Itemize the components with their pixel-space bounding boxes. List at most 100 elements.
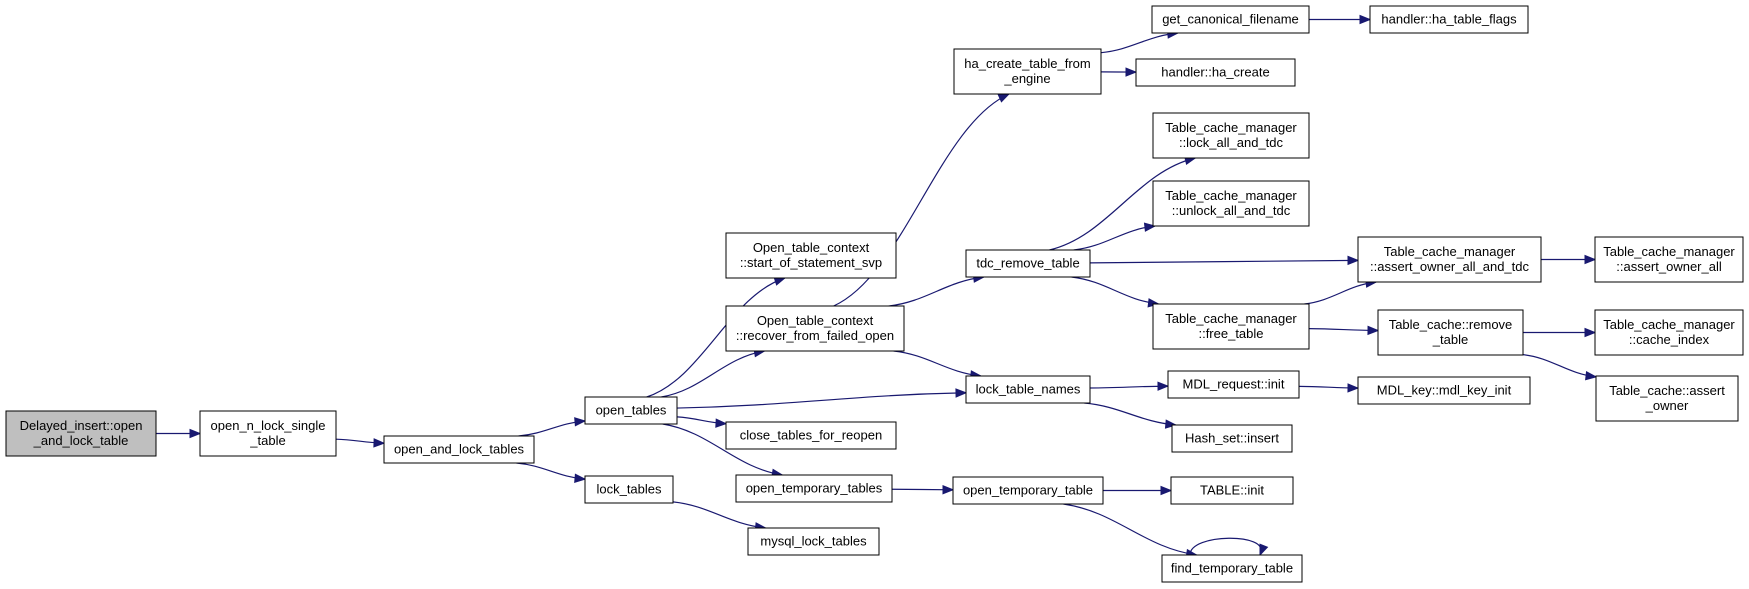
node-box[interactable] bbox=[735, 474, 893, 503]
edge-line bbox=[672, 501, 766, 529]
node-n16[interactable]: handler::ha_create bbox=[1135, 58, 1296, 87]
node-box[interactable] bbox=[1357, 376, 1531, 405]
node-label: open_n_lock_single bbox=[211, 418, 326, 433]
node-label: ::free_table bbox=[1198, 326, 1263, 341]
edge-n10-n14 bbox=[891, 485, 955, 495]
node-n28[interactable]: Hash_set::insert bbox=[1171, 424, 1293, 453]
node-label: Table_cache_manager bbox=[1165, 120, 1297, 135]
node-n21[interactable]: Table_cache_manager::assert_owner_all_an… bbox=[1357, 236, 1542, 283]
node-n20[interactable]: Table_cache_manager::free_table bbox=[1152, 303, 1310, 350]
edge-arrowhead bbox=[1259, 543, 1269, 557]
node-label: lock_table_names bbox=[976, 382, 1081, 397]
node-label: _table bbox=[249, 433, 285, 448]
edge-arrowhead bbox=[574, 417, 587, 427]
node-box[interactable] bbox=[1594, 309, 1744, 356]
node-n13[interactable]: lock_table_names bbox=[965, 375, 1091, 404]
node-box[interactable] bbox=[1135, 58, 1296, 87]
edge-arrowhead bbox=[955, 388, 968, 398]
edge-n12-n19 bbox=[1073, 222, 1157, 251]
node-n26[interactable]: MDL_request::init bbox=[1167, 370, 1300, 399]
node-n29[interactable]: TABLE::init bbox=[1170, 476, 1294, 505]
node-box[interactable] bbox=[383, 435, 535, 464]
edge-n13-n28 bbox=[1084, 402, 1178, 429]
node-n2[interactable]: open_n_lock_single_table bbox=[199, 410, 337, 457]
edge-n8-n12 bbox=[888, 273, 986, 307]
node-n25[interactable]: Table_cache::assert_owner bbox=[1595, 375, 1739, 422]
node-box[interactable] bbox=[1167, 370, 1300, 399]
edge-n20-n21 bbox=[1304, 278, 1378, 305]
node-n24[interactable]: Table_cache_manager::cache_index bbox=[1594, 309, 1744, 356]
node-n12[interactable]: tdc_remove_table bbox=[965, 249, 1091, 278]
node-n17[interactable]: handler::ha_table_flags bbox=[1369, 5, 1529, 34]
node-box[interactable] bbox=[1152, 180, 1310, 227]
node-label: handler::ha_table_flags bbox=[1381, 12, 1517, 27]
node-n27[interactable]: MDL_key::mdl_key_init bbox=[1357, 376, 1531, 405]
node-box[interactable] bbox=[965, 375, 1091, 404]
node-box[interactable] bbox=[725, 421, 897, 450]
edge-arrowhead bbox=[1347, 383, 1360, 393]
node-n9[interactable]: close_tables_for_reopen bbox=[725, 421, 897, 450]
node-box[interactable] bbox=[953, 48, 1102, 95]
node-box[interactable] bbox=[1171, 424, 1293, 453]
node-n15[interactable]: get_canonical_filename bbox=[1151, 5, 1310, 34]
node-n23[interactable]: Table_cache::remove_table bbox=[1377, 309, 1524, 356]
node-box[interactable] bbox=[584, 396, 678, 425]
node-n18[interactable]: Table_cache_manager::lock_all_and_tdc bbox=[1152, 112, 1310, 159]
node-box[interactable] bbox=[1152, 303, 1310, 350]
node-box[interactable] bbox=[725, 232, 897, 279]
node-n7[interactable]: Open_table_context::start_of_statement_s… bbox=[725, 232, 897, 279]
edge-n8-n13 bbox=[893, 350, 983, 380]
node-box[interactable] bbox=[1151, 5, 1310, 34]
node-n6[interactable]: mysql_lock_tables bbox=[747, 527, 880, 556]
node-n10[interactable]: open_temporary_tables bbox=[735, 474, 893, 503]
node-label: ::unlock_all_and_tdc bbox=[1172, 203, 1291, 218]
node-box[interactable] bbox=[199, 410, 337, 457]
node-box[interactable] bbox=[725, 305, 905, 352]
edge-line bbox=[1073, 225, 1155, 251]
node-box[interactable] bbox=[952, 476, 1104, 505]
node-box[interactable] bbox=[1369, 5, 1529, 34]
edge-line bbox=[1089, 385, 1169, 389]
node-n4[interactable]: open_tables bbox=[584, 396, 678, 425]
node-box[interactable] bbox=[1594, 236, 1744, 283]
node-n5[interactable]: lock_tables bbox=[584, 475, 674, 504]
node-n1[interactable]: Delayed_insert::open_and_lock_table bbox=[5, 410, 157, 457]
edge-line bbox=[1189, 537, 1262, 556]
edge-line bbox=[676, 392, 967, 409]
node-box[interactable] bbox=[1161, 554, 1303, 583]
edge-line bbox=[1063, 503, 1197, 556]
edge-arrowhead bbox=[1367, 325, 1380, 336]
node-n8[interactable]: Open_table_context::recover_from_failed_… bbox=[725, 305, 905, 352]
edge-arrowhead bbox=[373, 438, 386, 448]
node-label: _engine bbox=[1003, 71, 1050, 86]
node-box[interactable] bbox=[1595, 375, 1739, 422]
node-label: Table_cache::remove bbox=[1389, 317, 1513, 332]
node-n30[interactable]: find_temporary_table bbox=[1161, 554, 1303, 583]
node-box[interactable] bbox=[1152, 112, 1310, 159]
node-label: ::cache_index bbox=[1629, 332, 1710, 347]
node-label: ha_create_table_from bbox=[964, 56, 1090, 71]
edge-line bbox=[1071, 276, 1159, 305]
node-n22[interactable]: Table_cache_manager::assert_owner_all bbox=[1594, 236, 1744, 283]
node-label: close_tables_for_reopen bbox=[740, 428, 882, 443]
node-n3[interactable]: open_and_lock_tables bbox=[383, 435, 535, 464]
node-label: Table_cache_manager bbox=[1165, 311, 1297, 326]
node-box[interactable] bbox=[1377, 309, 1524, 356]
root-node-box[interactable] bbox=[5, 410, 157, 457]
edge-arrowhead bbox=[1584, 327, 1597, 338]
edge-arrowhead bbox=[1584, 254, 1597, 265]
node-label: Delayed_insert::open bbox=[20, 418, 143, 433]
edge-arrowhead bbox=[1125, 67, 1138, 77]
node-n14[interactable]: open_temporary_table bbox=[952, 476, 1104, 505]
edge-n23-n25 bbox=[1522, 354, 1598, 381]
node-n19[interactable]: Table_cache_manager::unlock_all_and_tdc bbox=[1152, 180, 1310, 227]
node-box[interactable] bbox=[1357, 236, 1542, 283]
node-box[interactable] bbox=[965, 249, 1091, 278]
node-box[interactable] bbox=[747, 527, 880, 556]
node-label: handler::ha_create bbox=[1161, 65, 1269, 80]
node-box[interactable] bbox=[1170, 476, 1294, 505]
edge-n5-n6 bbox=[672, 501, 767, 532]
node-n11[interactable]: ha_create_table_from_engine bbox=[953, 48, 1102, 95]
node-box[interactable] bbox=[584, 475, 674, 504]
